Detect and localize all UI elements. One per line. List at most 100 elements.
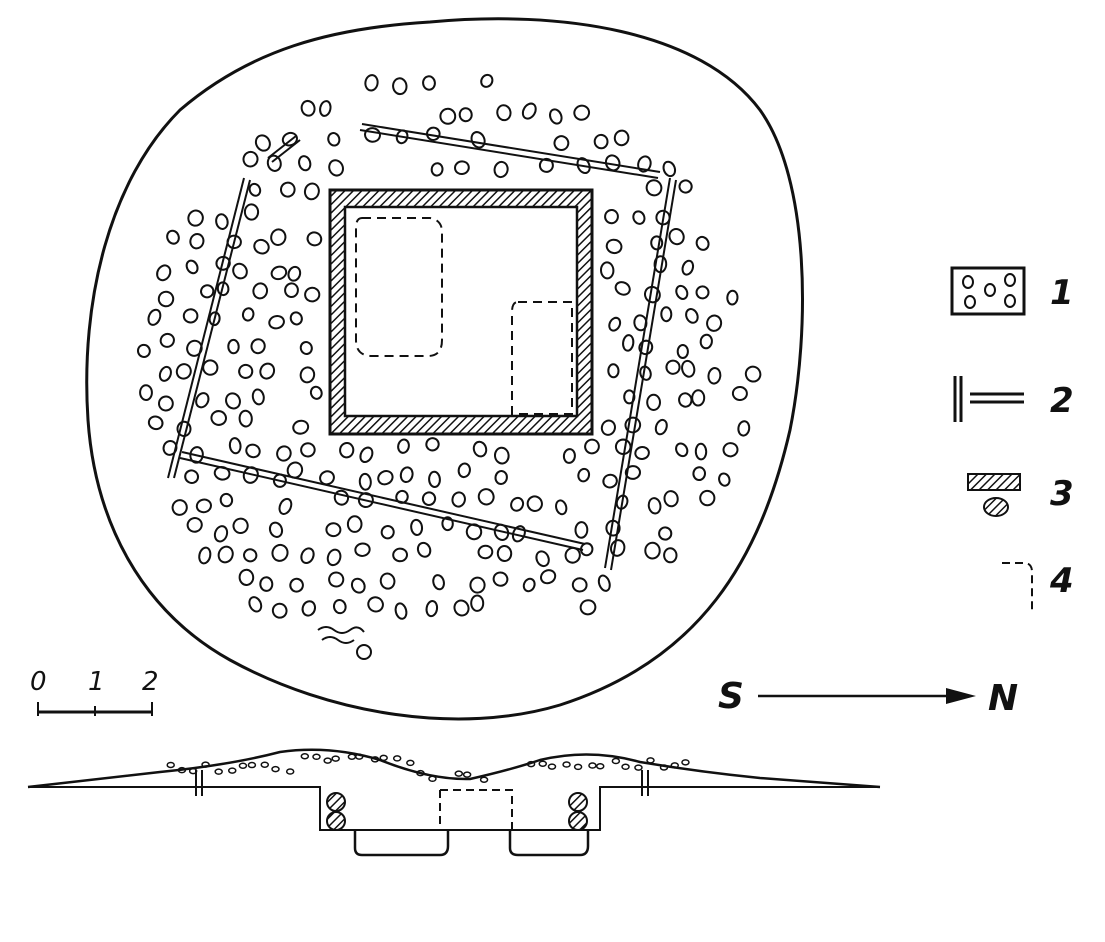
stone bbox=[216, 281, 230, 297]
stone bbox=[615, 494, 629, 510]
stone bbox=[571, 577, 588, 593]
stone bbox=[309, 385, 323, 400]
stone bbox=[281, 131, 298, 147]
section-stone bbox=[214, 768, 223, 775]
stone bbox=[185, 259, 199, 275]
stone bbox=[252, 282, 269, 300]
stone bbox=[301, 600, 317, 617]
legend-item-3: 3 bbox=[967, 473, 1074, 517]
stone bbox=[159, 332, 175, 348]
stone bbox=[250, 338, 266, 355]
stone bbox=[243, 548, 258, 563]
section-stone bbox=[166, 761, 175, 769]
stone bbox=[699, 333, 713, 350]
stone bbox=[364, 127, 381, 143]
section-stone bbox=[479, 776, 489, 784]
section-stone bbox=[300, 752, 310, 760]
section-profile bbox=[27, 748, 881, 857]
stone bbox=[668, 228, 685, 246]
stone bbox=[289, 311, 303, 326]
stone bbox=[678, 392, 693, 408]
stone bbox=[521, 102, 537, 120]
stone bbox=[157, 395, 174, 412]
stone bbox=[238, 409, 253, 428]
legend-item-1: 1 bbox=[950, 266, 1074, 316]
stone bbox=[675, 442, 689, 458]
section-stone bbox=[538, 760, 548, 767]
stone bbox=[535, 550, 550, 568]
pit-outlines bbox=[355, 217, 573, 415]
stone bbox=[522, 577, 536, 593]
stone bbox=[685, 308, 699, 324]
stone bbox=[663, 547, 678, 564]
stone bbox=[268, 521, 284, 538]
stone bbox=[493, 160, 509, 179]
stone bbox=[718, 472, 731, 487]
stone bbox=[232, 262, 248, 280]
legend: 1 2 3 4 bbox=[950, 266, 1074, 612]
legend-label-2: 2 bbox=[1050, 381, 1074, 421]
stone bbox=[254, 134, 271, 152]
stone bbox=[289, 577, 304, 593]
stone bbox=[259, 576, 274, 592]
stone bbox=[300, 442, 316, 458]
stone bbox=[392, 77, 408, 96]
stone bbox=[695, 235, 710, 251]
stone bbox=[215, 213, 229, 230]
stone bbox=[676, 344, 689, 359]
stone bbox=[380, 525, 395, 540]
burial-sketch bbox=[317, 626, 372, 660]
stone bbox=[426, 126, 441, 142]
stone bbox=[477, 488, 495, 506]
stone bbox=[600, 419, 616, 436]
stone bbox=[526, 495, 543, 512]
stone bbox=[647, 497, 662, 515]
stone bbox=[658, 526, 673, 541]
stone bbox=[469, 576, 486, 594]
section-stone bbox=[595, 763, 605, 770]
stone bbox=[217, 545, 234, 564]
arrowhead-icon bbox=[946, 688, 976, 704]
stone bbox=[549, 108, 563, 125]
stone bbox=[416, 541, 432, 558]
stone bbox=[638, 339, 654, 356]
stone bbox=[136, 343, 151, 358]
stone bbox=[470, 594, 485, 612]
section-stone bbox=[573, 763, 583, 771]
stone bbox=[662, 160, 677, 178]
stone bbox=[492, 571, 509, 587]
stone bbox=[579, 542, 594, 557]
stone bbox=[604, 154, 621, 172]
legend-item-4: 4 bbox=[1002, 561, 1074, 612]
scale-tick-2: 2 bbox=[142, 667, 159, 697]
section-stone bbox=[562, 761, 571, 768]
stone bbox=[147, 415, 164, 431]
stone bbox=[425, 437, 440, 452]
stone bbox=[573, 104, 591, 121]
pit-outline-icon bbox=[1002, 562, 1033, 612]
section-stone bbox=[646, 757, 655, 764]
stone bbox=[646, 393, 661, 411]
stone bbox=[225, 392, 241, 410]
stone bbox=[665, 359, 681, 375]
stone bbox=[604, 209, 619, 225]
stone bbox=[198, 546, 212, 565]
stone bbox=[189, 233, 205, 250]
scale-tick-0: 0 bbox=[30, 667, 47, 697]
stone bbox=[425, 600, 439, 618]
stone bbox=[243, 203, 260, 221]
stone bbox=[602, 473, 618, 489]
section-stone bbox=[312, 753, 321, 761]
stone bbox=[624, 465, 641, 480]
stone bbox=[410, 518, 424, 536]
stone bbox=[268, 315, 285, 330]
stone bbox=[241, 307, 255, 322]
section-stone bbox=[247, 761, 257, 769]
stone bbox=[453, 599, 470, 617]
section-stone bbox=[271, 765, 280, 773]
stone bbox=[451, 491, 466, 508]
stone bbox=[480, 73, 494, 88]
section-stone bbox=[354, 753, 364, 760]
stone bbox=[553, 135, 570, 152]
stone bbox=[158, 365, 172, 382]
